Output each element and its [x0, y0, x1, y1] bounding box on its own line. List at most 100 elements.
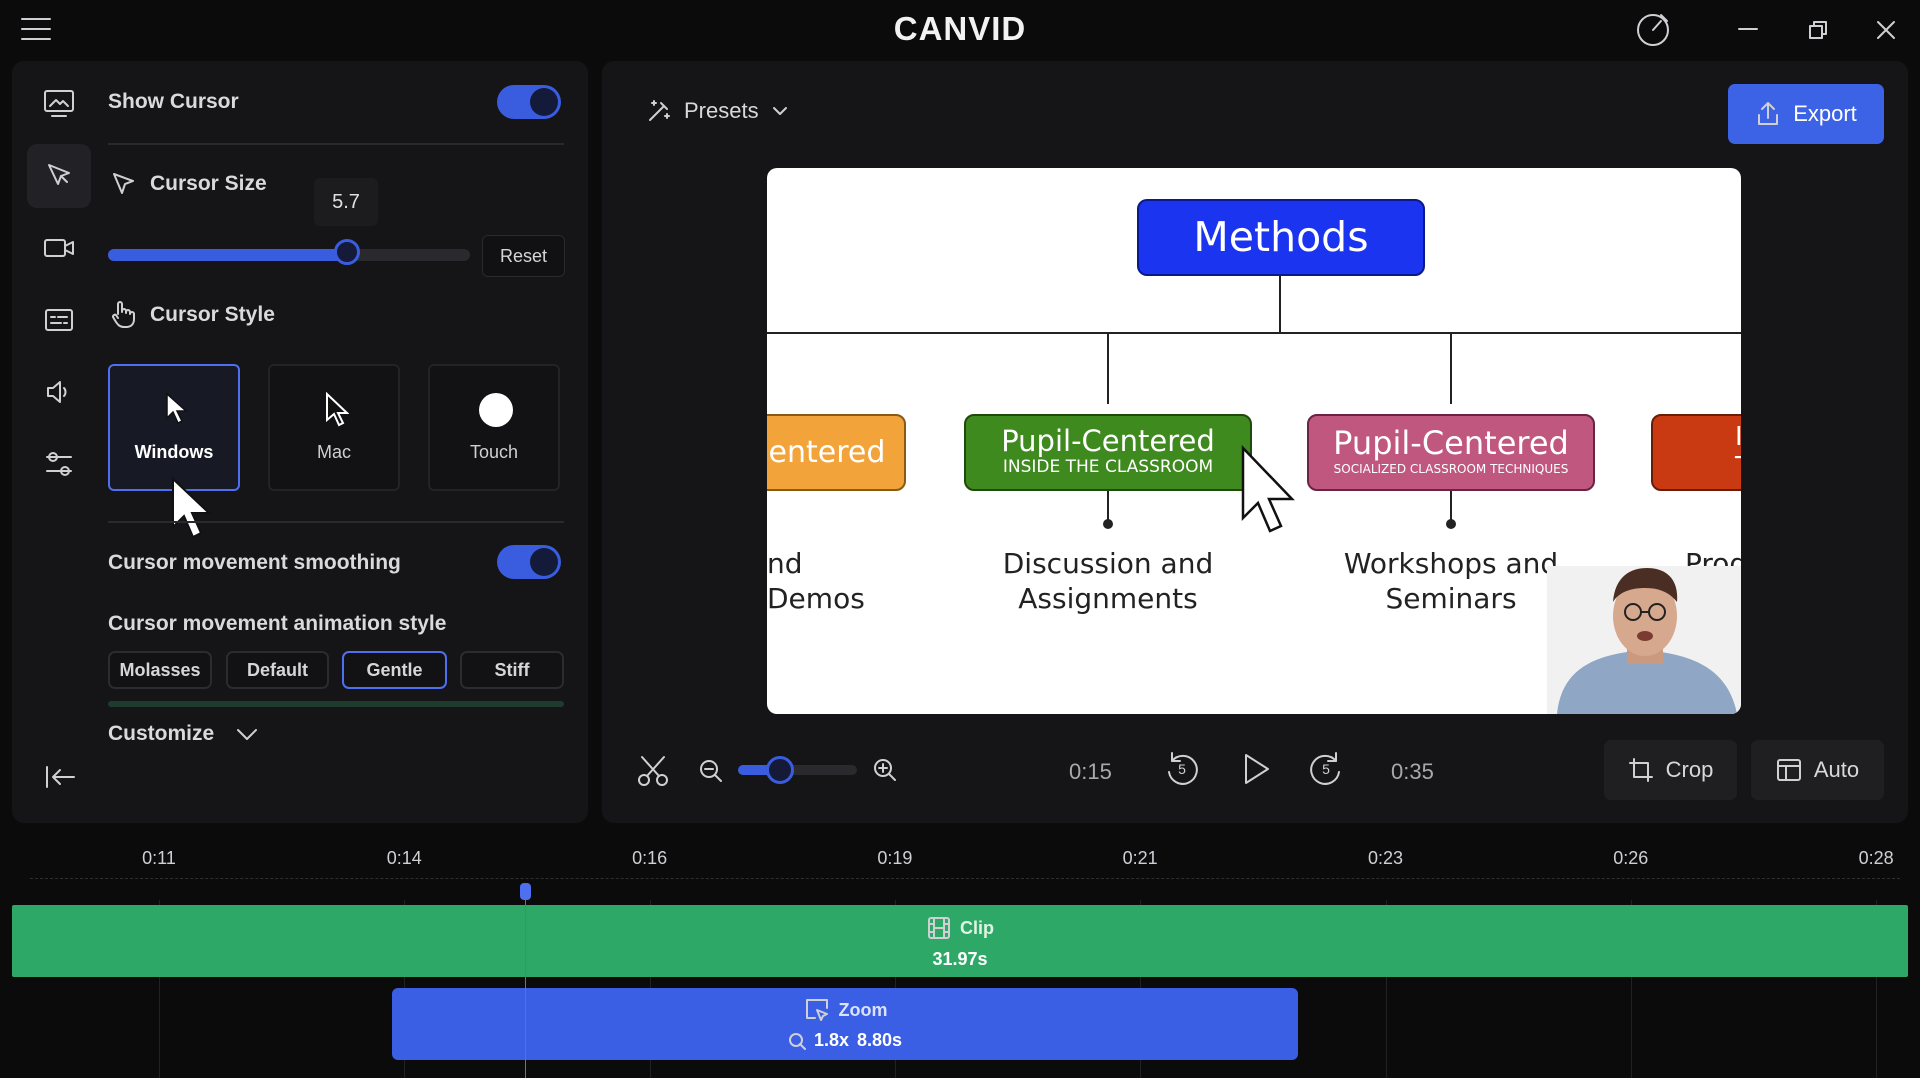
slide-caption-workshops: Workshops and Seminars	[1343, 547, 1559, 615]
slide-box-pupil-inside: Pupil-Centered INSIDE THE CLASSROOM	[964, 414, 1252, 491]
mac-cursor-icon	[326, 392, 349, 427]
rail-audio-icon[interactable]	[27, 360, 91, 424]
scissors-icon[interactable]	[636, 754, 670, 788]
magnifier-icon	[788, 1032, 806, 1050]
auto-layout-button[interactable]: Auto	[1751, 740, 1884, 800]
crop-icon	[1628, 758, 1653, 782]
smoothing-toggle[interactable]	[497, 545, 561, 579]
connector-dot	[1446, 519, 1456, 529]
video-preview[interactable]: Methods Centered Pupil-Centered INSIDE T…	[767, 168, 1741, 714]
upload-icon	[1758, 102, 1779, 125]
playhead-handle[interactable]	[520, 883, 531, 900]
divider	[108, 143, 564, 145]
cursor-style-label: Cursor Style	[150, 303, 275, 326]
connector-line	[1450, 491, 1452, 521]
timeline-gridline	[1385, 900, 1387, 1078]
timeline-zoom-slider[interactable]	[738, 756, 857, 784]
customize-label[interactable]: Customize	[108, 722, 215, 745]
ruler-minor-ticks	[30, 878, 1900, 887]
timeline-tick-label: 0:19	[877, 848, 913, 868]
zoom-duration: 8.80s	[857, 1030, 903, 1050]
webcam-overlay[interactable]	[1547, 566, 1741, 714]
close-icon[interactable]	[1874, 18, 1898, 42]
connector-line	[1450, 332, 1452, 404]
animation-style-label: Cursor movement animation style	[108, 612, 447, 635]
title-bar: CANVID	[0, 0, 1920, 60]
auto-label: Auto	[1813, 757, 1860, 782]
chevron-down-icon	[772, 107, 787, 115]
timeline-gridline	[1876, 900, 1878, 1078]
animation-stiff-button[interactable]: Stiff	[460, 651, 564, 689]
hamburger-menu-icon[interactable]	[20, 16, 52, 42]
rail-settings-icon[interactable]	[27, 432, 91, 496]
restore-icon[interactable]	[1807, 20, 1829, 40]
animation-gentle-button[interactable]: Gentle	[342, 651, 447, 689]
cursor-style-windows[interactable]: Windows	[108, 364, 240, 491]
film-icon	[928, 917, 950, 939]
rail-camera-icon[interactable]	[27, 216, 91, 280]
timeline-gridline	[159, 900, 160, 1078]
timeline-gridline	[1630, 900, 1632, 1078]
cursor-size-slider-track[interactable]	[108, 239, 470, 265]
zoom-out-icon[interactable]	[698, 758, 724, 784]
rail-captions-icon[interactable]	[27, 288, 91, 352]
connector-dot	[1103, 519, 1113, 529]
timeline-tick-label: 0:16	[632, 848, 668, 868]
slide-box-teacher-centered: Centered	[767, 414, 906, 491]
cursor-size-icon	[110, 170, 138, 198]
reset-size-button[interactable]: Reset	[482, 235, 565, 277]
timeline-tick-label: 0:28	[1858, 848, 1894, 868]
timeline-tick-label: 0:26	[1613, 848, 1649, 868]
slide-box-pupil-socialized: Pupil-Centered SOCIALIZED CLASSROOM TECH…	[1307, 414, 1595, 491]
export-label: Export	[1793, 101, 1857, 126]
rail-media-icon[interactable]	[27, 72, 91, 136]
cursor-size-slider-fill	[108, 249, 347, 261]
clip-duration: 31.97s	[932, 949, 988, 969]
mouse-pointer-icon	[172, 476, 212, 539]
zoom-track[interactable]: Zoom 1.8x 8.80s	[392, 988, 1298, 1060]
animation-molasses-button[interactable]: Molasses	[108, 651, 212, 689]
chevron-down-icon[interactable]	[234, 722, 260, 746]
crop-button[interactable]: Crop	[1604, 740, 1737, 800]
total-time: 0:35	[1391, 759, 1434, 784]
rewind-5-button[interactable]: 5	[1162, 749, 1202, 791]
connector-line	[1107, 332, 1109, 404]
smoothing-label: Cursor movement smoothing	[108, 551, 401, 574]
timeline-tick-label: 0:23	[1367, 848, 1404, 868]
windows-cursor-icon	[166, 392, 188, 425]
clip-track[interactable]: Clip 31.97s	[12, 905, 1908, 977]
speedometer-icon[interactable]	[1634, 11, 1672, 49]
export-button[interactable]: Export	[1728, 84, 1884, 144]
cursor-size-label: Cursor Size	[150, 172, 267, 195]
animation-default-button[interactable]: Default	[226, 651, 329, 689]
cursor-size-value-tooltip: 5.7	[314, 178, 378, 226]
zoom-header: Zoom	[392, 996, 1298, 1024]
clip-label: Clip	[960, 917, 994, 938]
timeline-zoom-thumb[interactable]	[766, 756, 794, 784]
divider	[108, 521, 564, 523]
zoom-values: 1.8x 8.80s	[392, 1030, 1298, 1051]
presets-dropdown[interactable]: Presets	[646, 98, 789, 124]
forward-5-button[interactable]: 5	[1306, 749, 1346, 791]
animation-preview-bar	[108, 701, 564, 707]
cursor-style-touch-label: Touch	[469, 442, 519, 462]
timeline-tick-label: 0:21	[1122, 848, 1158, 868]
play-button[interactable]	[1240, 751, 1272, 787]
cursor-style-windows-label: Windows	[134, 442, 214, 462]
show-cursor-toggle[interactable]	[497, 85, 561, 119]
rail-cursor-icon[interactable]	[27, 144, 91, 208]
zoom-cursor-icon	[805, 999, 828, 1021]
zoom-label: Zoom	[838, 999, 888, 1020]
slide-caption-demos: nd Demos	[767, 547, 865, 615]
cursor-style-touch[interactable]: Touch	[428, 364, 560, 491]
slide-mouse-pointer-icon	[1241, 445, 1295, 533]
cursor-size-slider-thumb[interactable]	[333, 239, 360, 265]
connector-line	[767, 332, 1741, 334]
clip-header: Clip	[12, 915, 1908, 941]
touch-cursor-icon	[479, 393, 513, 427]
minimize-icon[interactable]	[1737, 20, 1759, 38]
zoom-in-icon[interactable]	[872, 757, 898, 783]
presets-label: Presets	[684, 98, 759, 123]
collapse-panel-icon[interactable]	[44, 763, 78, 791]
cursor-style-mac[interactable]: Mac	[268, 364, 400, 491]
